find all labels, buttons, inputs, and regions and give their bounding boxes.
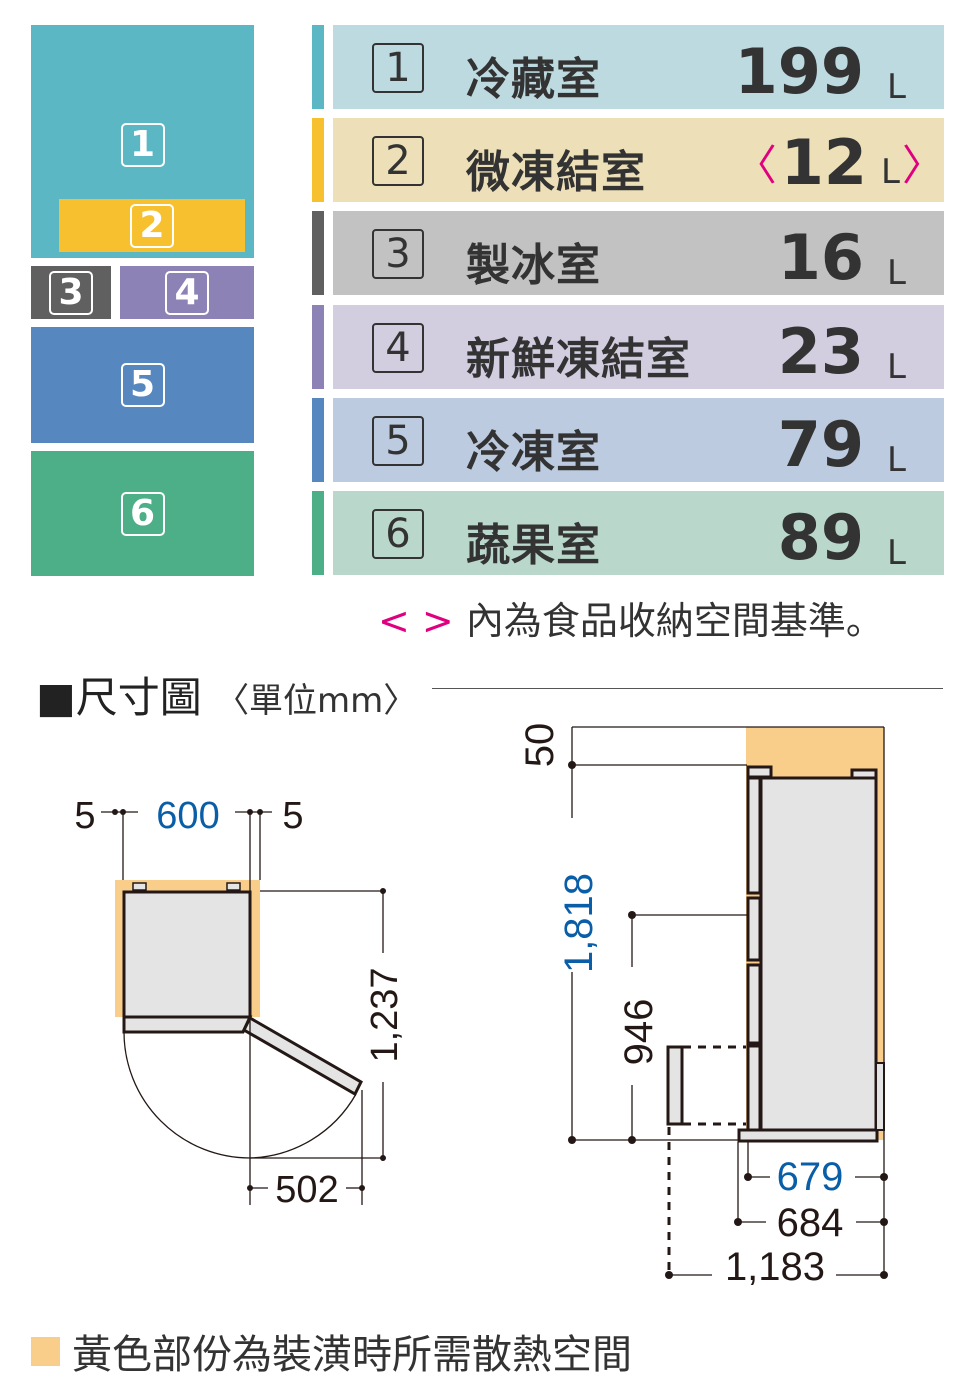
- row-name: 新鮮凍結室: [466, 334, 691, 385]
- dim-drawer-height: 946: [617, 999, 661, 1066]
- block-number: 5: [120, 363, 165, 407]
- divider: [432, 688, 943, 689]
- row-number: 2: [372, 136, 424, 186]
- heading-unit: 〈單位mm〉: [215, 681, 418, 721]
- top-view-drawing: [101, 809, 386, 1205]
- block-soft-freeze: 2: [59, 199, 245, 252]
- row-value: 199: [734, 35, 864, 108]
- capacity-row: 4 新鮮凍結室 23 L: [312, 305, 944, 389]
- dim-depth-open: 1,237: [364, 967, 406, 1062]
- row-value: 79: [777, 408, 864, 481]
- dim-depth: 679: [777, 1155, 844, 1199]
- clearance-legend: 黃色部份為裝潢時所需散熱空間: [31, 1322, 632, 1380]
- note-text: 內為食品收納空間基準。: [465, 599, 884, 643]
- block-number: 2: [130, 203, 174, 248]
- block-number: 1: [120, 123, 165, 167]
- clearance-swatch: [31, 1336, 60, 1366]
- row-number: 3: [372, 229, 424, 279]
- row-name: 蔬果室: [466, 520, 601, 571]
- row-value: 12: [780, 126, 868, 199]
- row-unit: L: [887, 347, 906, 387]
- dim-top-clearance: 50: [518, 723, 562, 768]
- heading-title: 尺寸圖: [75, 673, 202, 722]
- bracket-symbol: < >: [378, 599, 454, 643]
- block-vegetable: 6: [31, 451, 254, 576]
- legend-text: 黃色部份為裝潢時所需散熱空間: [72, 1332, 632, 1378]
- capacity-row: 5 冷凍室 79 L: [312, 398, 944, 482]
- row-unit: L: [881, 151, 900, 192]
- block-ice: 3: [31, 266, 111, 319]
- section-heading: ■尺寸圖 〈單位mm〉: [36, 664, 417, 725]
- row-value: 16: [777, 221, 864, 294]
- heading-marker: ■: [36, 673, 76, 722]
- block-number: 3: [49, 270, 93, 315]
- row-unit: L: [887, 67, 906, 107]
- dim-left-gap: 5: [74, 795, 95, 837]
- row-name: 微凍結室: [466, 147, 646, 198]
- dim-depth-drawer-open: 1,183: [725, 1245, 825, 1289]
- row-unit: L: [887, 440, 906, 480]
- row-name: 冷凍室: [466, 427, 601, 478]
- row-value-group: 〈 12 L 〉: [735, 126, 944, 199]
- capacity-row: 6 蔬果室 89 L: [312, 491, 944, 575]
- dim-door-swing: 502: [275, 1169, 338, 1211]
- row-number: 5: [372, 416, 424, 466]
- row-number: 1: [372, 43, 424, 93]
- row-number: 6: [372, 509, 424, 559]
- note: < > 內為食品收納空間基準。: [378, 590, 884, 645]
- row-value: 23: [777, 315, 864, 388]
- row-number: 4: [372, 323, 424, 373]
- row-value: 89: [777, 501, 864, 574]
- capacity-row: 3 製冰室 16 L: [312, 211, 944, 295]
- capacity-row: 1 冷藏室 199 L: [312, 25, 944, 109]
- row-unit: L: [887, 533, 906, 573]
- row-unit: L: [887, 253, 906, 293]
- row-name: 製冰室: [466, 240, 601, 291]
- capacity-row: 2 微凍結室 〈 12 L 〉: [312, 118, 944, 202]
- block-number: 6: [120, 491, 165, 536]
- block-fresh-freeze: 4: [120, 266, 254, 319]
- block-freezer: 5: [31, 327, 254, 443]
- dim-width: 600: [156, 795, 219, 837]
- block-number: 4: [165, 270, 209, 315]
- bracket-close: 〉: [901, 141, 944, 190]
- dim-right-gap: 5: [282, 795, 303, 837]
- side-view-drawing: [568, 726, 888, 1279]
- row-name: 冷藏室: [466, 54, 601, 105]
- dim-height: 1,818: [557, 873, 601, 973]
- dim-depth-handle: 684: [777, 1201, 844, 1245]
- bracket-open: 〈: [734, 141, 777, 190]
